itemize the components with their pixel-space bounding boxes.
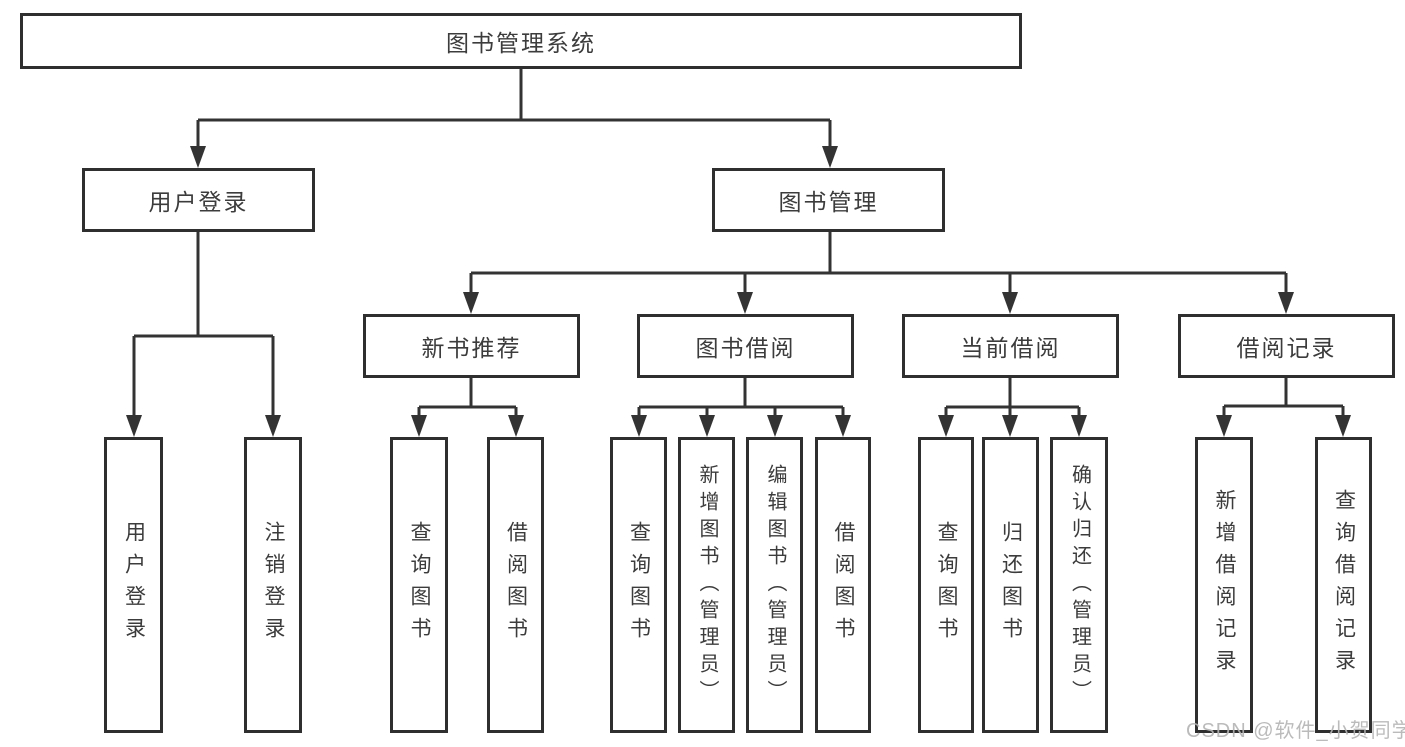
node-label: 用户登录 [148, 189, 249, 215]
node-label: 确认归还（管理员） [1068, 463, 1091, 707]
arrowhead-down-icon [737, 292, 753, 314]
node-user-login-leaf: 用户登录 [104, 437, 163, 733]
node-current-borrowing: 当前借阅 [902, 314, 1119, 378]
arrowhead-down-icon [631, 415, 647, 437]
node-query-books-borrow: 查询图书 [610, 437, 667, 733]
csdn-watermark: CSDN @软件_小贺同学 [1186, 720, 1405, 742]
arrowhead-down-icon [1002, 415, 1018, 437]
node-borrow-books-rec: 借阅图书 [487, 437, 544, 733]
arrowhead-down-icon [1278, 292, 1294, 314]
node-add-book-admin: 新增图书（管理员） [678, 437, 735, 733]
node-borrow-books: 借阅图书 [815, 437, 871, 733]
arrowhead-down-icon [822, 146, 838, 168]
node-label: 借阅图书 [504, 521, 528, 649]
node-label: 查询图书 [627, 521, 651, 649]
node-query-books-current: 查询图书 [918, 437, 974, 733]
node-label: 查询图书 [408, 521, 432, 649]
node-user-login: 用户登录 [82, 168, 315, 232]
node-label: 图书管理系统 [446, 30, 596, 56]
arrowhead-down-icon [767, 415, 783, 437]
arrowhead-down-icon [508, 415, 524, 437]
node-label: 查询借阅记录 [1332, 489, 1356, 681]
arrowhead-down-icon [699, 415, 715, 437]
node-label: 新增借阅记录 [1213, 489, 1237, 681]
arrowhead-down-icon [265, 415, 281, 437]
node-label: 新书推荐 [421, 335, 522, 361]
node-borrowing-records: 借阅记录 [1178, 314, 1395, 378]
connector-line [469, 232, 1288, 297]
node-query-borrow-record: 查询借阅记录 [1315, 437, 1372, 733]
node-book-borrowing: 图书借阅 [637, 314, 854, 378]
arrowhead-down-icon [463, 292, 479, 314]
node-logout: 注销登录 [244, 437, 302, 733]
node-label: 图书借阅 [695, 335, 796, 361]
arrowhead-down-icon [1216, 415, 1232, 437]
arrowhead-down-icon [126, 415, 142, 437]
node-label: 用户登录 [122, 521, 146, 649]
arrowhead-down-icon [1335, 415, 1351, 437]
node-label: 查询图书 [935, 521, 959, 649]
arrowhead-down-icon [190, 146, 206, 168]
arrowhead-down-icon [411, 415, 427, 437]
arrowhead-down-icon [938, 415, 954, 437]
connector-line [132, 232, 275, 420]
connector-current-borrow-to-leaves [938, 378, 1087, 437]
node-label: 归还图书 [999, 521, 1023, 649]
node-label: 借阅图书 [832, 521, 856, 649]
node-label: 编辑图书（管理员） [764, 463, 786, 707]
node-add-borrow-record: 新增借阅记录 [1195, 437, 1253, 733]
connector-borrow-records-to-leaves [1216, 378, 1351, 437]
connector-line [637, 378, 845, 420]
node-edit-book-admin: 编辑图书（管理员） [746, 437, 803, 733]
connector-new-book-to-leaves [411, 378, 524, 437]
connector-book-mgmt-to-level3 [463, 232, 1294, 314]
arrowhead-down-icon [1002, 292, 1018, 314]
node-label: 当前借阅 [960, 335, 1061, 361]
node-new-book-recommendation: 新书推荐 [363, 314, 580, 378]
connector-root-to-level2 [190, 69, 838, 168]
node-book-management: 图书管理 [712, 168, 945, 232]
node-library-management-system: 图书管理系统 [20, 13, 1022, 69]
connector-line [1222, 378, 1345, 420]
connector-line [944, 378, 1081, 420]
node-query-books-rec: 查询图书 [390, 437, 448, 733]
node-label: 注销登录 [262, 521, 286, 649]
connector-book-borrow-to-leaves [631, 378, 851, 437]
node-return-books: 归还图书 [982, 437, 1039, 733]
node-confirm-return-admin: 确认归还（管理员） [1050, 437, 1108, 733]
arrowhead-down-icon [835, 415, 851, 437]
node-label: 图书管理 [778, 189, 879, 215]
node-label: 新增图书（管理员） [696, 463, 718, 707]
connector-line [196, 69, 832, 150]
node-label: 借阅记录 [1236, 335, 1337, 361]
connector-user-login-to-leaves [126, 232, 281, 437]
arrowhead-down-icon [1071, 415, 1087, 437]
connector-line [417, 378, 518, 420]
